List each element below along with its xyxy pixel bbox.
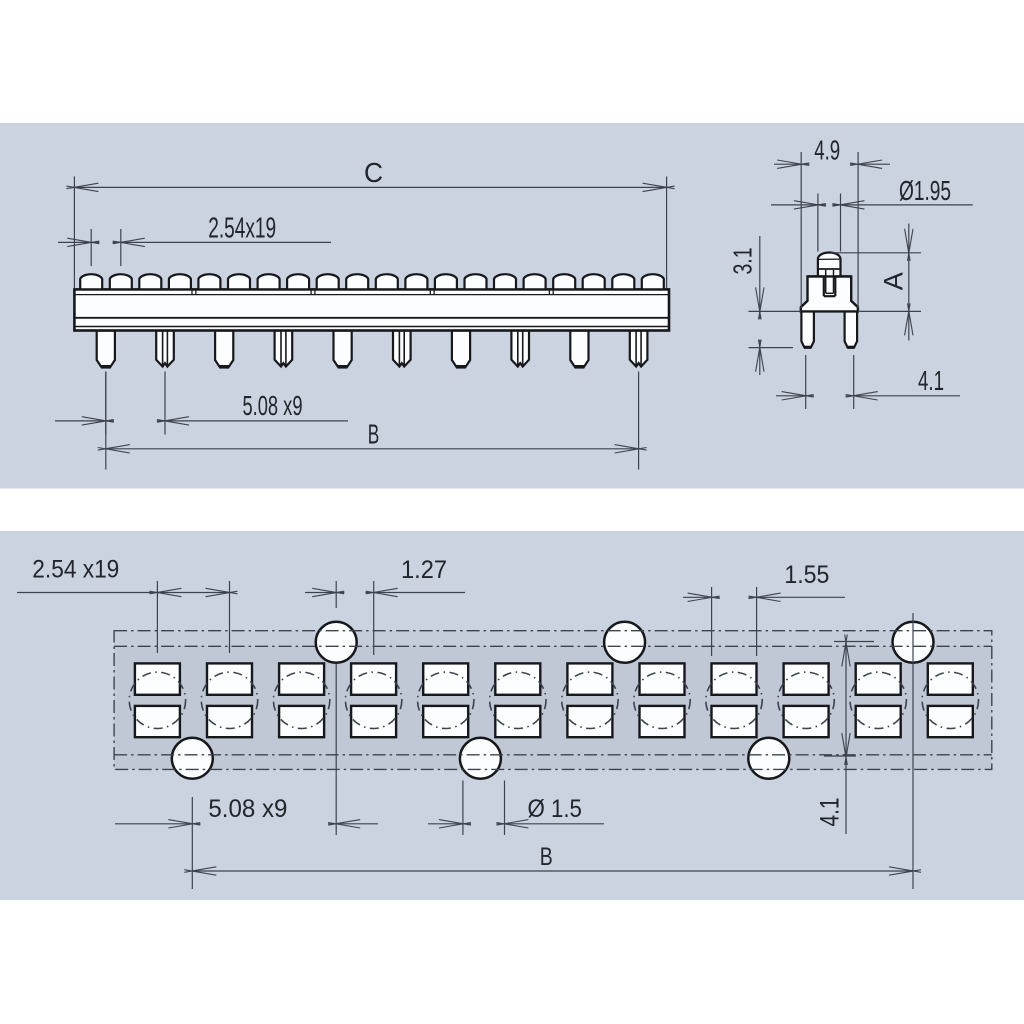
svg-text:2.54 x19: 2.54 x19: [32, 556, 119, 584]
svg-text:3.1: 3.1: [727, 248, 757, 275]
svg-text:1.27: 1.27: [401, 556, 447, 584]
svg-text:4.1: 4.1: [815, 798, 845, 827]
svg-text:4.9: 4.9: [814, 135, 840, 166]
svg-text:1.55: 1.55: [784, 561, 829, 589]
svg-text:5.08 x9: 5.08 x9: [208, 795, 287, 823]
svg-text:Ø1.95: Ø1.95: [899, 175, 951, 206]
svg-text:C: C: [364, 157, 383, 188]
svg-text:4.1: 4.1: [918, 365, 944, 396]
svg-text:B: B: [368, 419, 380, 450]
svg-text:Ø 1.5: Ø 1.5: [527, 795, 582, 823]
svg-text:5.08 x9: 5.08 x9: [243, 390, 303, 421]
svg-text:B: B: [540, 843, 553, 871]
svg-text:2.54x19: 2.54x19: [208, 213, 276, 245]
svg-text:A: A: [879, 272, 909, 290]
